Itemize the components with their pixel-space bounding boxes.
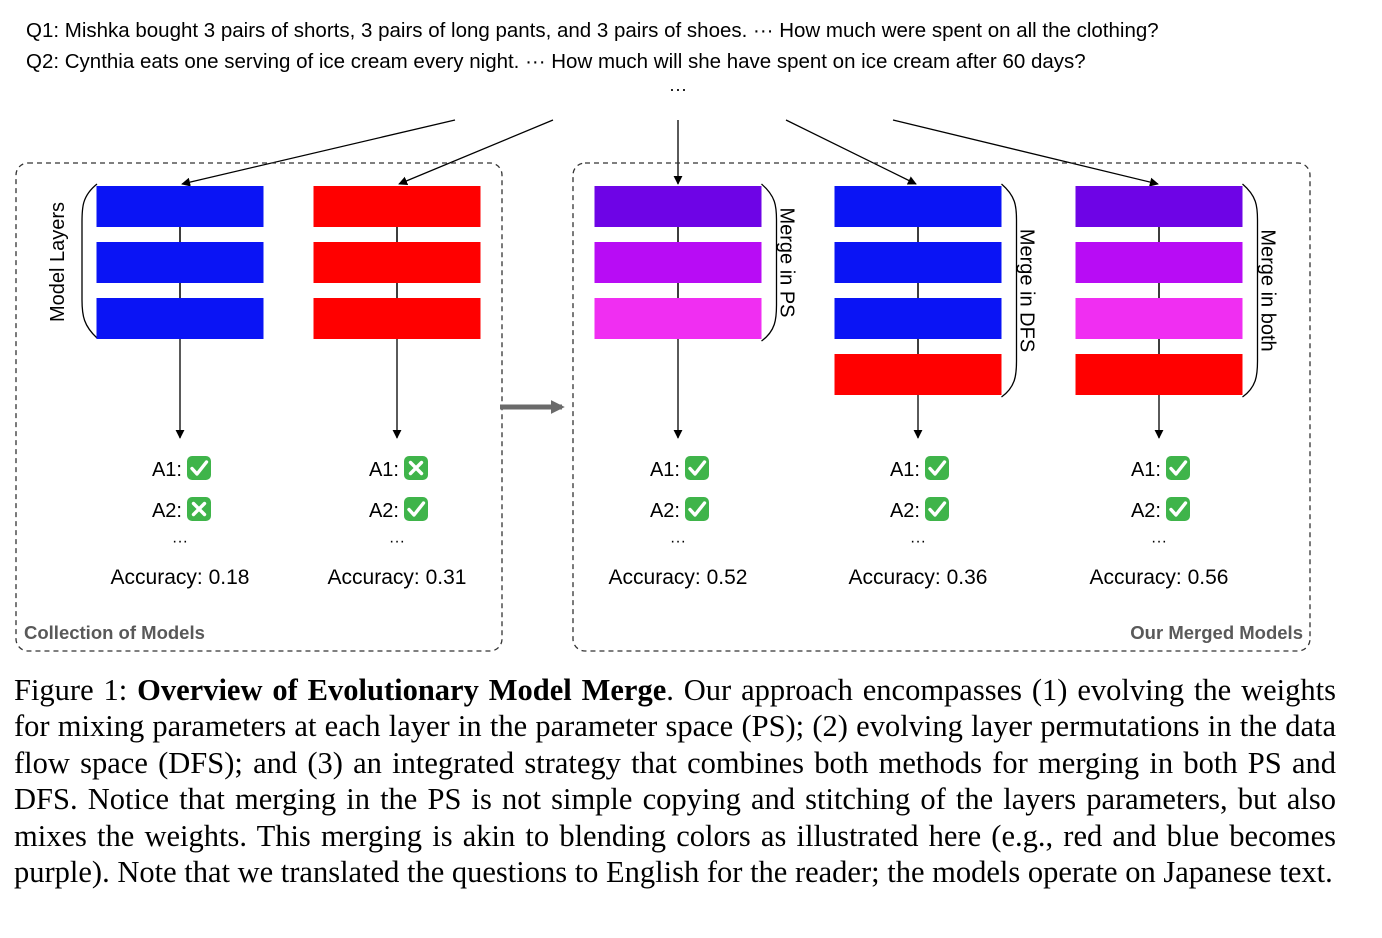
- answer-2-label: A2:: [1131, 500, 1161, 522]
- model-layer-block: [834, 186, 1002, 227]
- figure-caption: Figure 1: Overview of Evolutionary Model…: [14, 672, 1336, 890]
- question-2: Q2: Cynthia eats one serving of ice crea…: [26, 50, 1086, 73]
- check-mark-icon: [1166, 456, 1190, 480]
- cross-mark-icon: [404, 456, 428, 480]
- caption-prefix: Figure 1:: [14, 673, 138, 707]
- cross-mark-icon: [187, 497, 211, 521]
- accuracy-label: Accuracy: 0.36: [849, 566, 988, 589]
- answer-1-label: A1:: [890, 459, 920, 481]
- merge-bracket: [1001, 183, 1018, 398]
- input-arrow: [398, 119, 554, 186]
- answer-2-label: A2:: [369, 500, 399, 522]
- check-mark-icon: [925, 456, 949, 480]
- model-layer-block: [1075, 186, 1243, 227]
- answer-2-label: A2:: [152, 500, 182, 522]
- model-layer-block: [96, 186, 264, 227]
- check-mark-icon: [925, 497, 949, 521]
- answer-1-label: A1:: [1131, 459, 1161, 481]
- check-mark-icon: [1166, 497, 1190, 521]
- model-layer-block: [1075, 354, 1243, 395]
- model-layer-block: [594, 186, 762, 227]
- answers-ellipsis: ···: [172, 533, 188, 550]
- model-column: Merge in DFS A1: A2: ··· Accuracy: 0.36: [834, 183, 1038, 589]
- questions-ellipsis: ···: [669, 79, 687, 99]
- model-layer-block: [594, 242, 762, 283]
- merge-method-label: Merge in PS: [776, 207, 798, 317]
- model-layers-bracket: [81, 183, 98, 339]
- model-layer-block: [1075, 242, 1243, 283]
- model-layers-label: Model Layers: [47, 202, 69, 322]
- answers-ellipsis: ···: [910, 533, 926, 550]
- caption-body: . Our approach encompasses (1) evolving …: [14, 673, 1336, 890]
- input-arrow: [785, 119, 917, 185]
- evolutionary-merge-diagram: Q1: Mishka bought 3 pairs of shorts, 3 p…: [15, 19, 1311, 652]
- model-layer-block: [96, 242, 264, 283]
- question-1: Q1: Mishka bought 3 pairs of shorts, 3 p…: [26, 19, 1159, 42]
- merged-models-frame: [572, 162, 1311, 652]
- input-arrow: [892, 119, 1159, 187]
- model-layer-block: [594, 298, 762, 339]
- check-mark-icon: [685, 456, 709, 480]
- accuracy-label: Accuracy: 0.18: [111, 566, 250, 589]
- model-layer-block: [834, 298, 1002, 339]
- answer-1-label: A1:: [369, 459, 399, 481]
- merge-method-label: Merge in both: [1257, 229, 1279, 351]
- model-column: A1: A2: ··· Accuracy: 0.18: [96, 186, 264, 589]
- check-mark-icon: [685, 497, 709, 521]
- merged-models-label: Our Merged Models: [1130, 622, 1303, 643]
- caption-title: Overview of Evolutionary Model Merge: [137, 673, 667, 707]
- model-layer-block: [834, 242, 1002, 283]
- accuracy-label: Accuracy: 0.31: [328, 566, 467, 589]
- answers-ellipsis: ···: [670, 533, 686, 550]
- model-layer-block: [1075, 298, 1243, 339]
- answer-1-label: A1:: [650, 459, 680, 481]
- model-layer-block: [313, 242, 481, 283]
- model-layer-block: [313, 298, 481, 339]
- accuracy-label: Accuracy: 0.56: [1090, 566, 1229, 589]
- check-mark-icon: [187, 456, 211, 480]
- merge-bracket: [1242, 183, 1259, 398]
- input-arrows: [181, 119, 1159, 187]
- answers-ellipsis: ···: [389, 533, 405, 550]
- answer-1-label: A1:: [152, 459, 182, 481]
- input-arrow: [181, 119, 456, 187]
- check-mark-icon: [404, 497, 428, 521]
- merge-method-label: Merge in DFS: [1016, 229, 1038, 352]
- answer-2-label: A2:: [890, 500, 920, 522]
- merge-bracket: [761, 183, 778, 342]
- model-column: Merge in PS A1: A2: ··· Accuracy: 0.52: [594, 183, 798, 589]
- model-layer-block: [96, 298, 264, 339]
- model-layer-block: [834, 354, 1002, 395]
- collection-of-models-label: Collection of Models: [24, 622, 205, 643]
- model-column: A1: A2: ··· Accuracy: 0.31: [313, 186, 481, 589]
- models: A1: A2: ··· Accuracy: 0.18 A1: A2: ··· Accuracy…: [96, 183, 1279, 589]
- model-layer-block: [313, 186, 481, 227]
- answers-ellipsis: ···: [1151, 533, 1167, 550]
- answer-2-label: A2:: [650, 500, 680, 522]
- accuracy-label: Accuracy: 0.52: [609, 566, 748, 589]
